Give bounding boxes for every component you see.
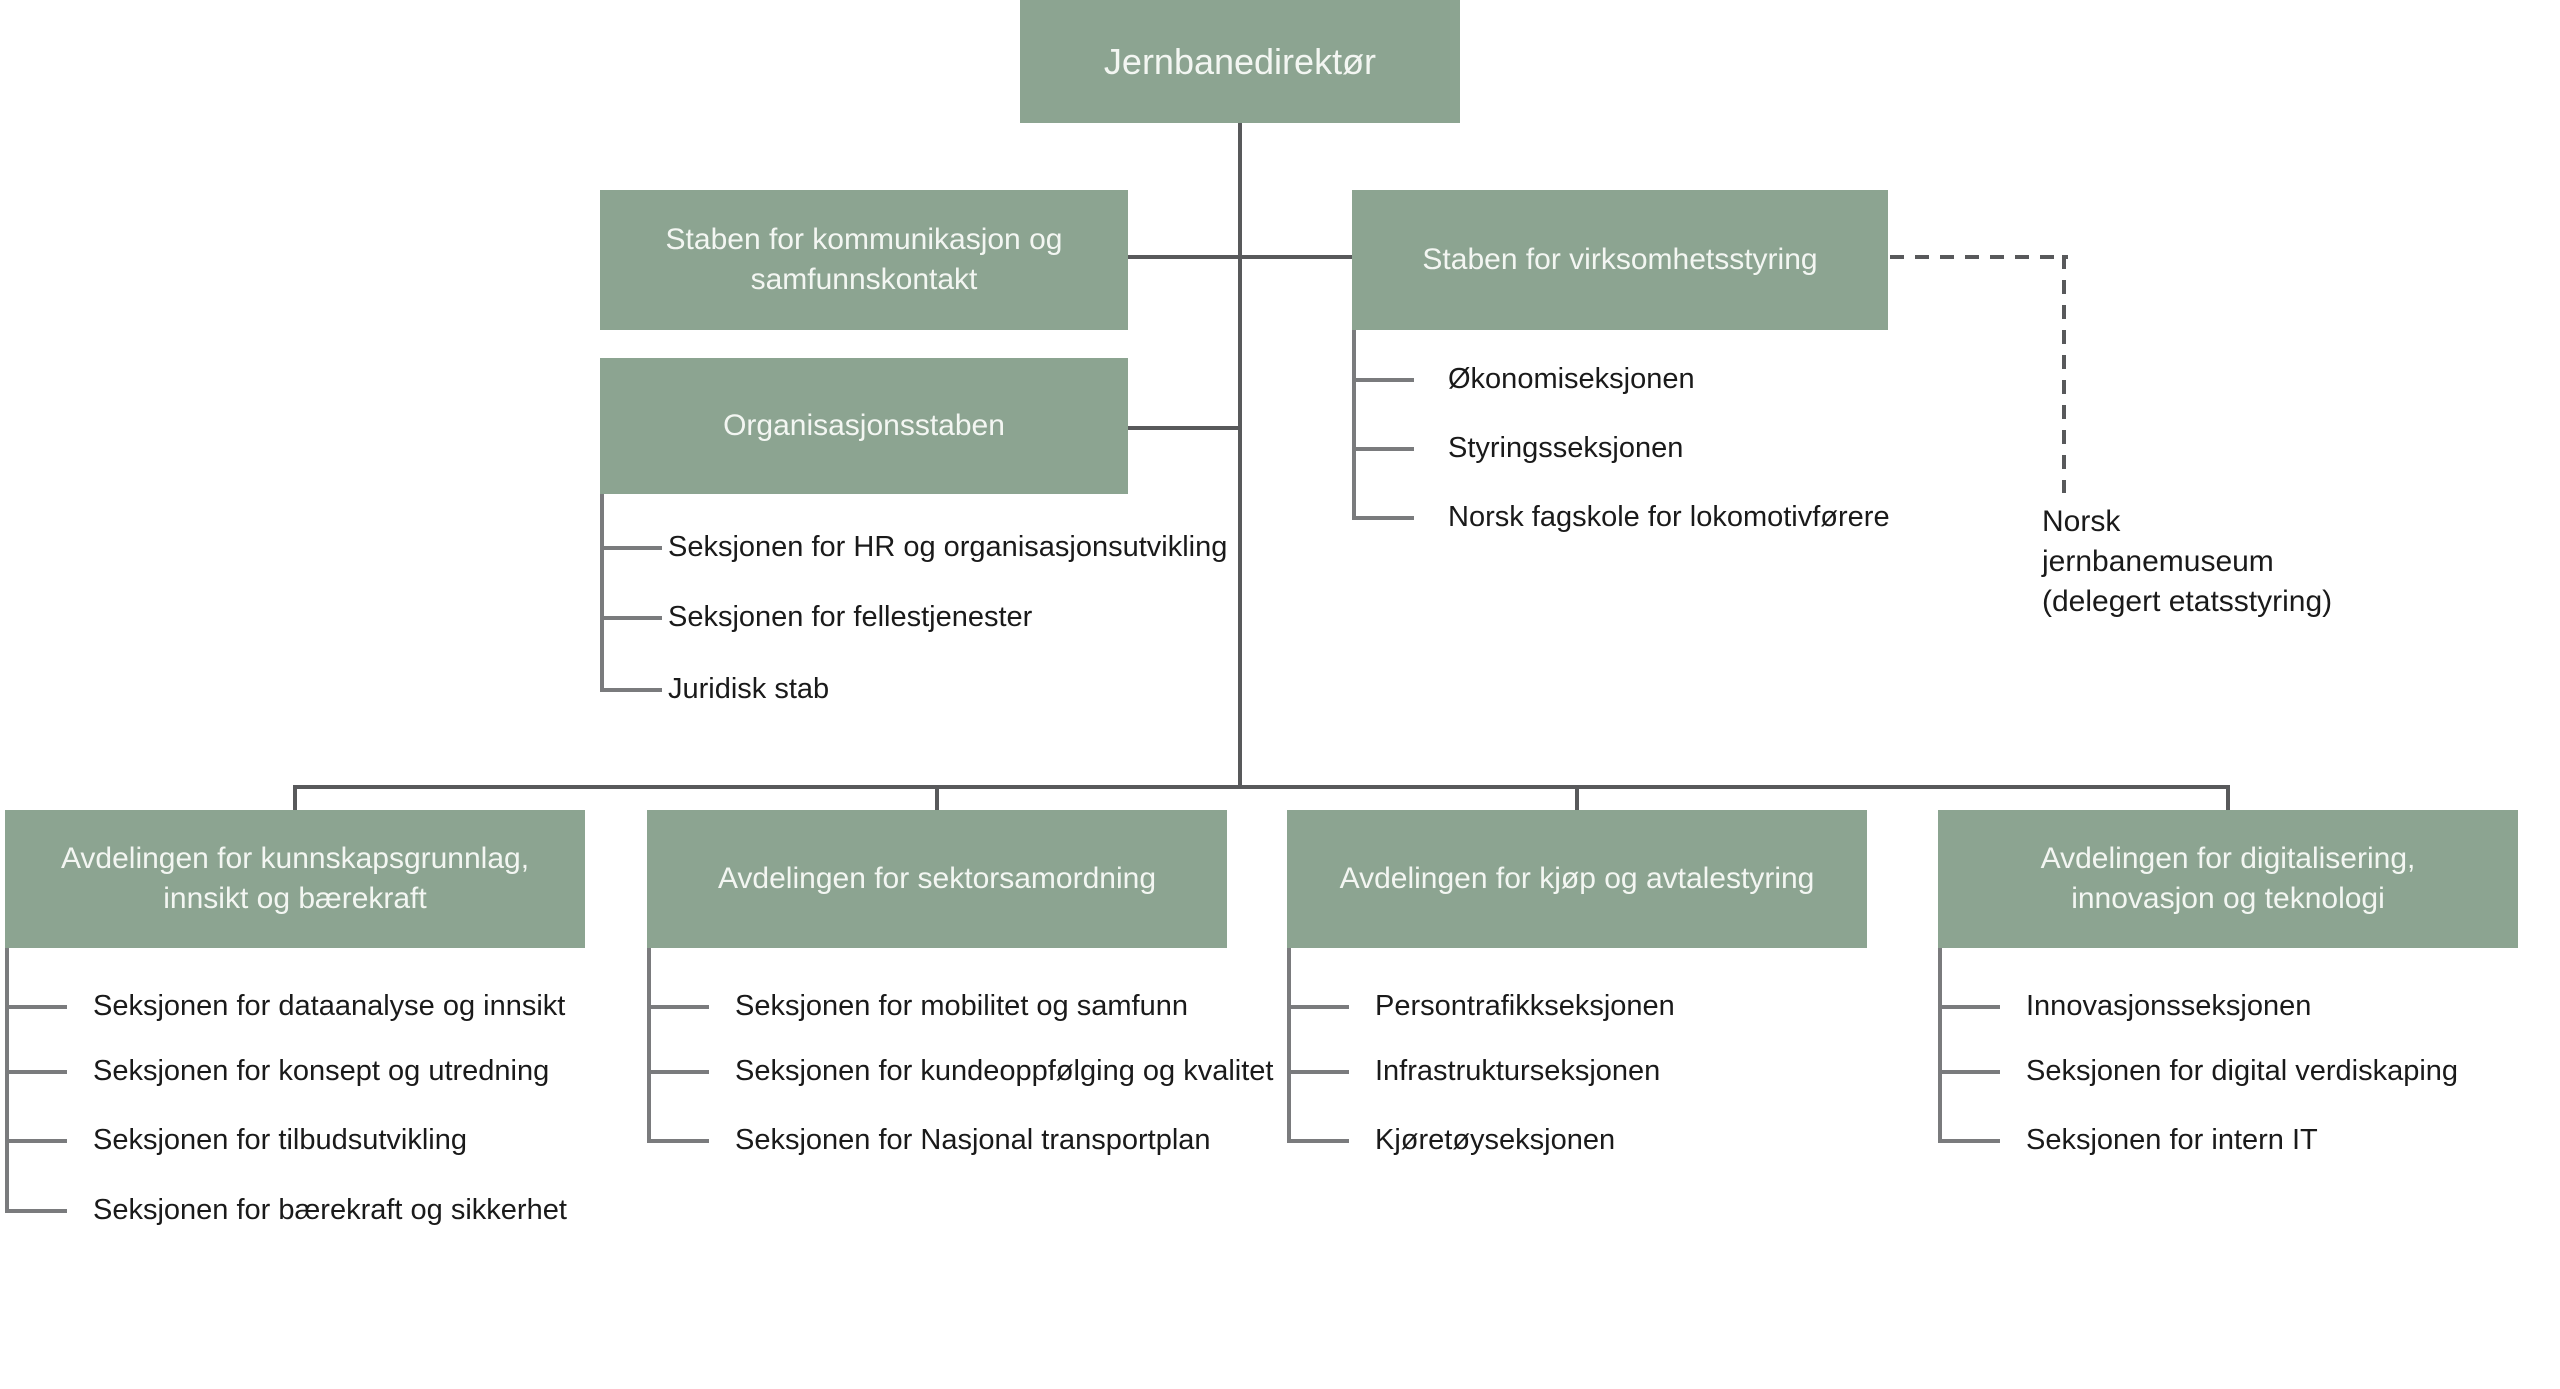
connector-dashed-horizontal [1890,255,2068,259]
section-label: Økonomiseksjonen [1448,362,1695,395]
connector-organisasjon-list [600,494,604,692]
connector-tick [1352,378,1414,382]
connector-tick [1938,1070,2000,1074]
section-label: Seksjonen for tilbudsutvikling [93,1123,467,1156]
connector-department-rail [293,785,2230,789]
connector-tick [1938,1139,2000,1143]
connector-dept3-list [1287,948,1291,1143]
connector-tick [1938,1005,2000,1009]
node-avdelingen-kunnskapsgrunnlag: Avdelingen for kunnskapsgrunnlag, innsik… [5,810,585,948]
section-label: Infrastrukturseksjonen [1375,1054,1661,1087]
section-label: Seksjonen for bærekraft og sikkerhet [93,1193,567,1226]
connector-tick [5,1070,67,1074]
connector-tick [1352,447,1414,451]
node-organisasjonsstaben: Organisasjonsstaben [600,358,1128,494]
connector-staff-level [1128,255,1352,259]
connector-tick [5,1139,67,1143]
section-label: Seksjonen for kundeoppfølging og kvalite… [735,1054,1274,1087]
connector-tick [5,1209,67,1213]
connector-dept2-list [647,948,651,1143]
connector-tick [600,546,662,550]
connector-tick [5,1005,67,1009]
connector-tick [600,688,662,692]
node-label: Avdelingen for kjøp og avtalestyring [1339,862,1815,895]
connector-drop-dept3 [1575,785,1579,812]
connector-tick [647,1139,709,1143]
node-avdelingen-kjop-avtalestyring: Avdelingen for kjøp og avtalestyring [1287,810,1867,948]
external-unit-norsk-jernbanemuseum: Norsk jernbanemuseum (delegert etatsstyr… [2042,505,2333,618]
node-label: Staben for virksomhetsstyring [1422,243,1818,276]
section-label: Seksjonen for konsept og utredning [93,1054,550,1087]
connector-dept1-list [5,948,9,1213]
connector-virksomhet-list [1352,330,1356,520]
connector-tick [1287,1070,1349,1074]
section-label: Styringsseksjonen [1448,431,1684,464]
section-label: Seksjonen for Nasjonal transportplan [735,1123,1211,1156]
node-label: Organisasjonsstaben [723,409,1005,442]
connector-tick [1287,1005,1349,1009]
section-label: Norsk fagskole for lokomotivførere [1448,500,1890,533]
node-avdelingen-digitalisering: Avdelingen for digitalisering, innovasjo… [1938,810,2518,948]
connector-tick [1287,1139,1349,1143]
node-label: Avdelingen for digitalisering, innovasjo… [2040,842,2416,915]
section-label: Seksjonen for intern IT [2026,1123,2318,1156]
section-label: Seksjonen for digital verdiskaping [2026,1054,2459,1087]
connector-drop-dept1 [293,785,297,812]
node-label: Avdelingen for sektorsamordning [717,862,1157,895]
section-label: Innovasjonsseksjonen [2026,989,2312,1022]
node-label: Jernbanedirektør [1103,40,1377,82]
connector-dashed-vertical [2062,255,2066,493]
connector-drop-dept2 [935,785,939,812]
section-label: Seksjonen for mobilitet og samfunn [735,989,1188,1022]
connector-dept4-list [1938,948,1942,1143]
connector-tick [600,616,662,620]
node-staben-kommunikasjon: Staben for kommunikasjon og samfunnskont… [600,190,1128,330]
connector-tick [1352,516,1414,520]
connector-tick [647,1070,709,1074]
section-label: Kjøretøyseksjonen [1375,1123,1616,1156]
section-label: Seksjonen for dataanalyse og innsikt [93,989,566,1022]
node-jernbanedirektor: Jernbanedirektør [1020,0,1460,123]
section-label: Seksjonen for HR og organisasjonsutvikli… [668,530,1228,563]
connector-trunk [1238,123,1242,789]
connector-drop-dept4 [2226,785,2230,812]
connector-tick [647,1005,709,1009]
node-avdelingen-sektorsamordning: Avdelingen for sektorsamordning [647,810,1227,948]
connector-organisasjonsstaben [1128,426,1240,430]
node-label: Staben for kommunikasjon og samfunnskont… [665,223,1063,296]
section-label: Seksjonen for fellestjenester [668,600,1033,633]
node-label: Avdelingen for kunnskapsgrunnlag, innsik… [60,842,530,915]
section-label: Persontrafikkseksjonen [1375,989,1675,1022]
section-label: Juridisk stab [668,672,830,705]
node-staben-virksomhetsstyring: Staben for virksomhetsstyring [1352,190,1888,330]
